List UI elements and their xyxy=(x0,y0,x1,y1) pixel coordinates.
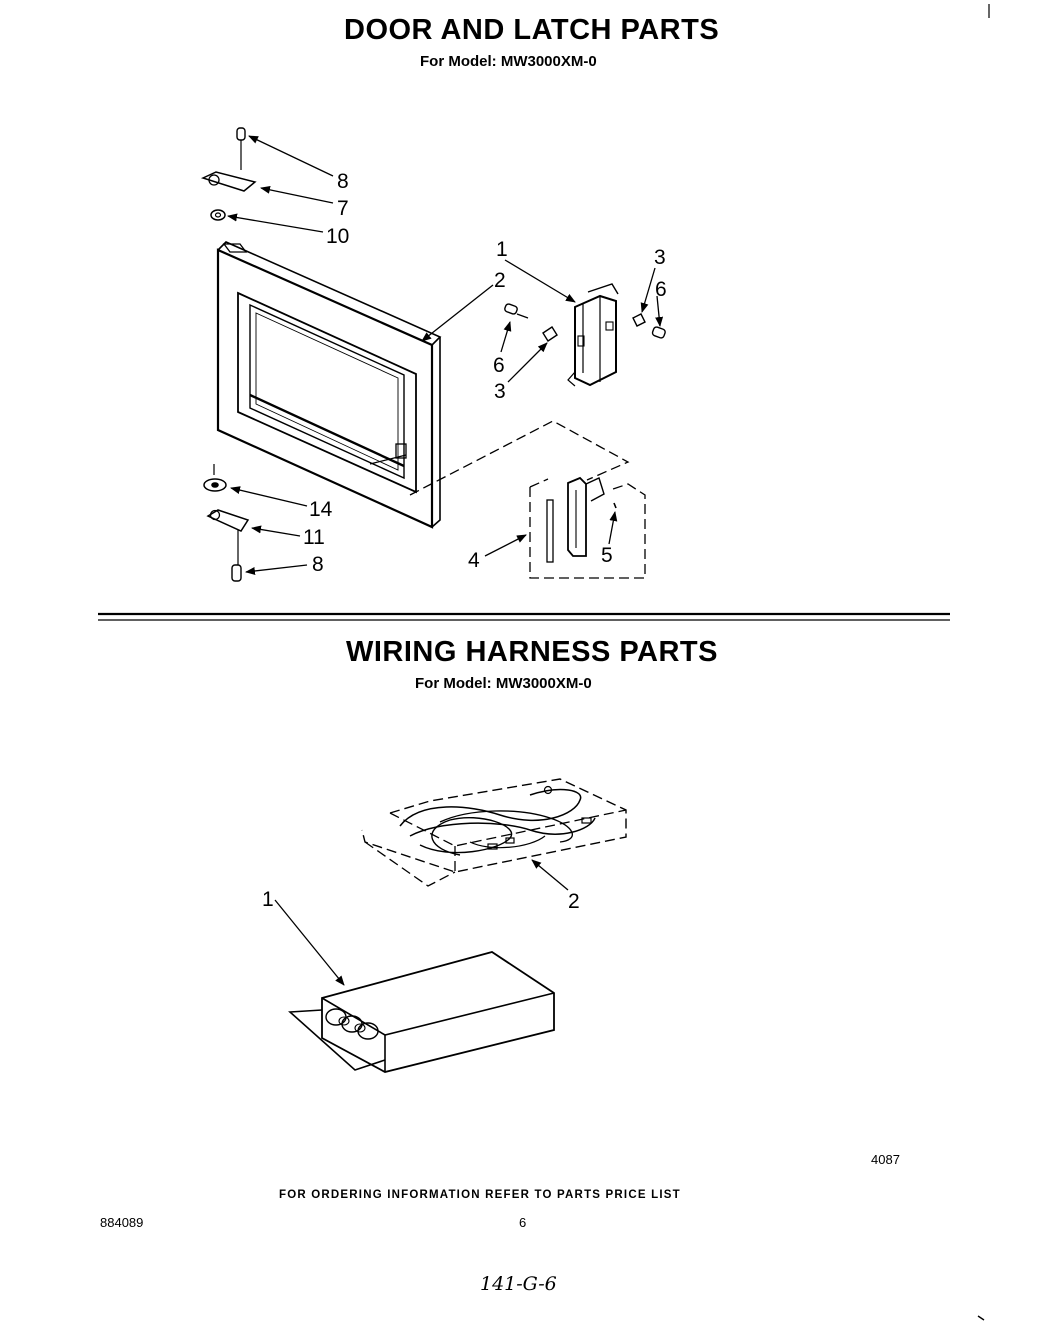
wiring-harness-package xyxy=(361,778,627,887)
latch-assembly xyxy=(567,283,619,387)
callout-14-washer: 14 xyxy=(309,498,333,521)
latch-kit-parts xyxy=(546,476,617,563)
ordering-note: FOR ORDERING INFORMATION REFER TO PARTS … xyxy=(279,1189,681,1201)
handwritten-note: 141-G-6 xyxy=(480,1273,557,1295)
callout-5-latch-spring: 5 xyxy=(601,544,613,567)
door-latch-title: DOOR AND LATCH PARTS xyxy=(344,14,720,46)
callout-3-right-nut: 3 xyxy=(654,246,666,269)
callout-8-bottom-screw: 8 xyxy=(312,553,324,576)
callout-2-wiring-harness: 2 xyxy=(568,890,580,913)
document-number: 884089 xyxy=(100,1215,144,1230)
figure-code: 4087 xyxy=(871,1152,900,1167)
latch-kit-box xyxy=(529,478,646,579)
door-assembly xyxy=(216,241,442,529)
top-hinge-parts xyxy=(200,127,257,221)
wiring-harness-title: WIRING HARNESS PARTS xyxy=(346,636,718,668)
wire-package-box xyxy=(288,951,555,1073)
callout-6-left-screw: 6 xyxy=(493,354,505,377)
callout-1-wire-package: 1 xyxy=(262,888,274,911)
callout-7-top-hinge: 7 xyxy=(337,197,349,220)
callout-3-left-nut: 3 xyxy=(494,380,506,403)
bottom-hinge-parts xyxy=(203,464,250,582)
callout-4-latch-kit: 4 xyxy=(468,549,480,572)
callout-2-door: 2 xyxy=(494,269,506,292)
page-number: 6 xyxy=(519,1215,527,1230)
callout-1-latch: 1 xyxy=(496,238,508,261)
callout-8-top-screw: 8 xyxy=(337,170,349,193)
wiring-harness-model: For Model: MW3000XM-0 xyxy=(415,675,592,692)
callout-10-washer: 10 xyxy=(326,225,349,248)
callout-11-bottom-hinge: 11 xyxy=(303,526,325,549)
callout-6-right-screw: 6 xyxy=(655,278,667,301)
door-latch-model: For Model: MW3000XM-0 xyxy=(420,53,597,70)
